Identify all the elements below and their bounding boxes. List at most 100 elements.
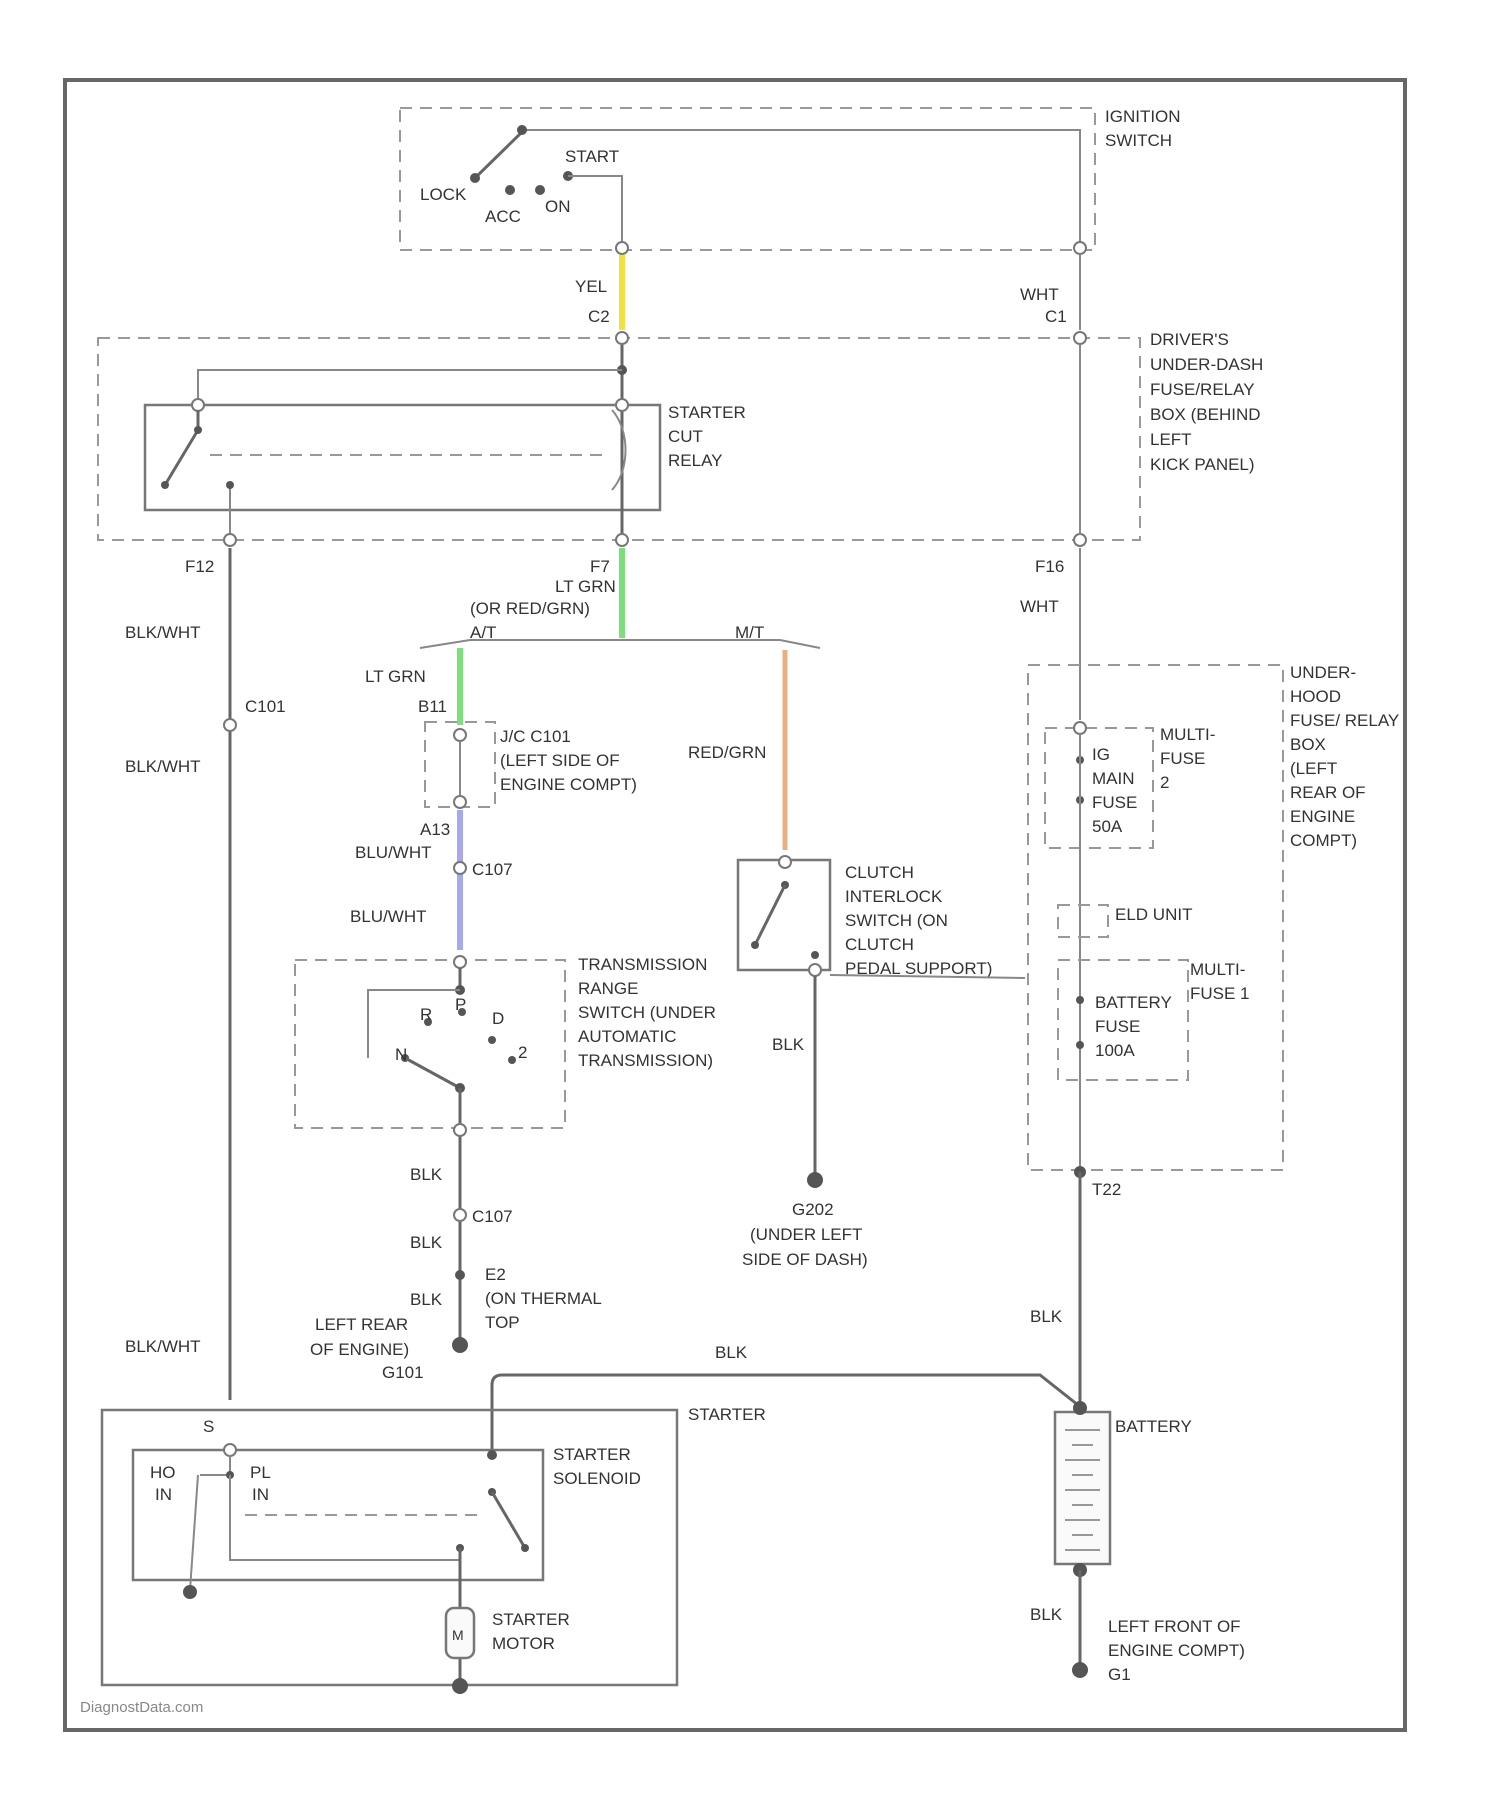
starter-cut-relay — [145, 405, 660, 510]
mt-label: M/T — [735, 623, 764, 642]
motor-symbol: M — [452, 1627, 464, 1643]
at-label: A/T — [470, 623, 496, 642]
svg-text:MAIN: MAIN — [1092, 769, 1135, 788]
blk-2-label: BLK — [410, 1233, 443, 1252]
jc-label: J/C C101 (LEFT SIDE OF ENGINE COMPT) — [500, 727, 637, 794]
c107-label: C107 — [472, 860, 513, 879]
svg-text:IN: IN — [155, 1485, 172, 1504]
blu-wht-label-2: BLU/WHT — [350, 907, 427, 926]
svg-text:OF ENGINE): OF ENGINE) — [310, 1340, 409, 1359]
svg-text:REAR OF: REAR OF — [1290, 783, 1366, 802]
svg-text:FUSE: FUSE — [1160, 749, 1205, 768]
svg-text:(LEFT: (LEFT — [1290, 759, 1337, 778]
blk-3-label: BLK — [410, 1290, 443, 1309]
lt-grn-or-label: LT GRN (OR RED/GRN) — [470, 577, 616, 618]
c107-b-label: C107 — [472, 1207, 513, 1226]
pos-n-label: N — [395, 1045, 407, 1064]
svg-text:MULTI-: MULTI- — [1190, 960, 1245, 979]
svg-text:SWITCH (ON: SWITCH (ON — [845, 911, 948, 930]
left-rear-label: LEFT REAR OF ENGINE) G101 — [310, 1315, 424, 1382]
svg-text:BOX (BEHIND: BOX (BEHIND — [1150, 405, 1261, 424]
pos-r-label: R — [420, 1005, 432, 1024]
e2-label: E2 (ON THERMAL TOP — [485, 1265, 602, 1332]
eld-unit-label: ELD UNIT — [1115, 905, 1192, 924]
f16-label: F16 — [1035, 557, 1064, 576]
svg-text:FUSE: FUSE — [1092, 793, 1137, 812]
svg-text:TRANSMISSION: TRANSMISSION — [578, 955, 707, 974]
svg-text:G1: G1 — [1108, 1665, 1131, 1684]
battery — [1055, 1412, 1110, 1564]
blk-wht-label-1: BLK/WHT — [125, 623, 201, 642]
blk-wht-label-3: BLK/WHT — [125, 1337, 201, 1356]
ig-main-fuse-label: IG MAIN FUSE 50A — [1092, 745, 1137, 836]
svg-text:PL: PL — [250, 1463, 271, 1482]
eld-unit-box — [1058, 905, 1108, 937]
svg-text:J/C C101: J/C C101 — [500, 727, 571, 746]
clutch-label: CLUTCH INTERLOCK SWITCH (ON CLUTCH PEDAL… — [845, 863, 992, 978]
b11-label: B11 — [418, 697, 447, 716]
svg-text:FUSE/RELAY: FUSE/RELAY — [1150, 380, 1255, 399]
blu-wht-label-1: BLU/WHT — [355, 843, 432, 862]
yel-label: YEL — [575, 277, 607, 296]
c2-label: C2 — [588, 307, 610, 326]
svg-text:STARTER: STARTER — [492, 1610, 570, 1629]
trans-range-label: TRANSMISSION RANGE SWITCH (UNDER AUTOMAT… — [578, 955, 716, 1070]
switch-start-label: START — [565, 147, 619, 166]
svg-text:SOLENOID: SOLENOID — [553, 1469, 641, 1488]
wht-mid-label: WHT — [1020, 597, 1059, 616]
svg-text:(LEFT SIDE OF: (LEFT SIDE OF — [500, 751, 620, 770]
blk-1-label: BLK — [410, 1165, 443, 1184]
watermark: DiagnostData.com — [80, 1699, 203, 1716]
svg-text:CLUTCH: CLUTCH — [845, 863, 914, 882]
svg-text:FUSE/ RELAY: FUSE/ RELAY — [1290, 711, 1399, 730]
switch-on-label: ON — [545, 197, 571, 216]
s-terminal-label: S — [203, 1417, 214, 1436]
battery-fuse-label: BATTERY FUSE 100A — [1095, 993, 1172, 1060]
left-front-label: LEFT FRONT OF ENGINE COMPT) G1 — [1108, 1617, 1245, 1684]
svg-text:MOTOR: MOTOR — [492, 1634, 555, 1653]
pos-p-label: P — [455, 995, 466, 1014]
switch-acc-label: ACC — [485, 207, 521, 226]
svg-text:FUSE 1: FUSE 1 — [1190, 984, 1250, 1003]
blk-batt-label: BLK — [1030, 1307, 1063, 1326]
g202-label: G202 (UNDER LEFT SIDE OF DASH) — [742, 1200, 868, 1269]
svg-text:MULTI-: MULTI- — [1160, 725, 1215, 744]
svg-text:(ON THERMAL: (ON THERMAL — [485, 1289, 602, 1308]
svg-text:2: 2 — [1160, 773, 1169, 792]
svg-text:BOX: BOX — [1290, 735, 1326, 754]
blk-wht-label-2: BLK/WHT — [125, 757, 201, 776]
ho-in-label: HO IN — [150, 1463, 176, 1504]
svg-text:LEFT: LEFT — [1150, 430, 1192, 449]
svg-text:KICK PANEL): KICK PANEL) — [1150, 455, 1255, 474]
svg-text:TOP: TOP — [485, 1313, 520, 1332]
svg-text:ENGINE: ENGINE — [1290, 807, 1355, 826]
c1-label: C1 — [1045, 307, 1067, 326]
svg-text:SIDE OF DASH): SIDE OF DASH) — [742, 1250, 868, 1269]
svg-text:50A: 50A — [1092, 817, 1123, 836]
c101-label: C101 — [245, 697, 286, 716]
under-hood-label: UNDER- HOOD FUSE/ RELAY BOX (LEFT REAR O… — [1290, 663, 1399, 850]
svg-text:COMPT): COMPT) — [1290, 831, 1357, 850]
svg-text:FUSE: FUSE — [1095, 1017, 1140, 1036]
svg-text:SWITCH: SWITCH — [1105, 131, 1172, 150]
svg-text:100A: 100A — [1095, 1041, 1135, 1060]
svg-text:IGNITION: IGNITION — [1105, 107, 1181, 126]
blk-top-label: BLK — [715, 1343, 748, 1362]
svg-text:E2: E2 — [485, 1265, 506, 1284]
drivers-fuse-box-label: DRIVER'S UNDER-DASH FUSE/RELAY BOX (BEHI… — [1150, 330, 1263, 474]
pos-2-label: 2 — [518, 1043, 527, 1062]
battery-label: BATTERY — [1115, 1417, 1192, 1436]
starter-solenoid-label: STARTER SOLENOID — [553, 1445, 641, 1488]
svg-text:CUT: CUT — [668, 427, 703, 446]
svg-text:(OR RED/GRN): (OR RED/GRN) — [470, 599, 590, 618]
starter-cut-relay-label: STARTER CUT RELAY — [668, 403, 746, 470]
svg-text:AUTOMATIC: AUTOMATIC — [578, 1027, 677, 1046]
f7-label: F7 — [590, 557, 610, 576]
pl-in-label: PL IN — [250, 1463, 271, 1504]
lt-grn-label: LT GRN — [365, 667, 426, 686]
svg-text:CLUTCH: CLUTCH — [845, 935, 914, 954]
svg-text:ENGINE COMPT): ENGINE COMPT) — [500, 775, 637, 794]
svg-text:G101: G101 — [382, 1363, 424, 1382]
switch-lock-label: LOCK — [420, 185, 467, 204]
